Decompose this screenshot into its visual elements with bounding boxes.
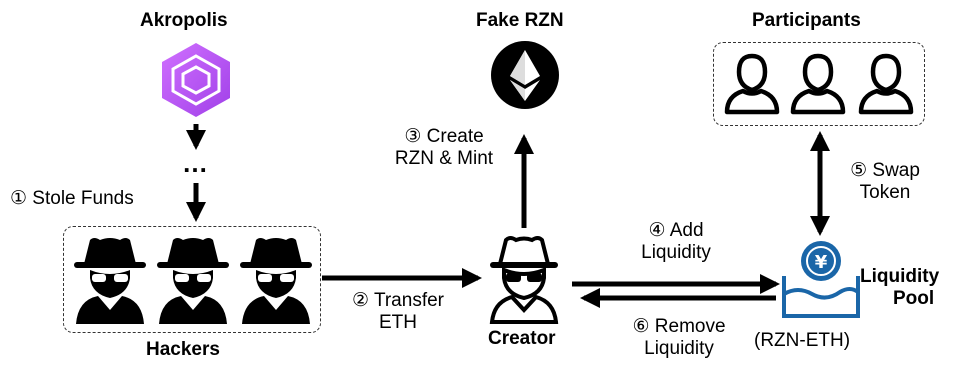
step-2-line2: ETH bbox=[379, 312, 417, 333]
hackers-title: Hackers bbox=[146, 339, 220, 360]
step-1-label: ① Stole Funds bbox=[10, 188, 134, 209]
hexagon-logo-icon bbox=[162, 43, 230, 117]
hackers-group bbox=[63, 226, 321, 333]
spy-icon bbox=[74, 238, 146, 324]
ethereum-icon bbox=[491, 41, 559, 109]
step-5-line2: Token bbox=[859, 182, 911, 203]
step-3-line1: ③ Create bbox=[404, 126, 484, 147]
step-3-line2: RZN & Mint bbox=[394, 148, 494, 169]
step-4-label: ④ Add Liquidity bbox=[606, 220, 746, 264]
ellipsis: … bbox=[182, 148, 208, 178]
yen-coin-pool-icon: ¥ bbox=[782, 241, 860, 318]
user-outline-icon bbox=[724, 53, 780, 115]
spy-icon bbox=[157, 238, 229, 324]
participants-group bbox=[713, 42, 925, 126]
fake-rzn-title: Fake RZN bbox=[476, 10, 564, 31]
step-4-line2: Liquidity bbox=[641, 242, 711, 263]
step-6-line1: ⑥ Remove bbox=[632, 316, 726, 337]
step-5-line1: ⑤ Swap bbox=[850, 160, 920, 181]
svg-text:¥: ¥ bbox=[815, 252, 828, 273]
creator-title: Creator bbox=[488, 328, 556, 349]
akropolis-title: Akropolis bbox=[140, 10, 228, 31]
step-5-label: ⑤ Swap Token bbox=[830, 160, 940, 204]
spy-icon bbox=[240, 238, 312, 324]
step-3-label: ③ Create RZN & Mint bbox=[374, 126, 514, 170]
step-4-line1: ④ Add bbox=[648, 220, 704, 241]
participants-title: Participants bbox=[752, 10, 861, 31]
pool-pair-label: (RZN-ETH) bbox=[754, 330, 851, 351]
liquidity-pool-line1: Liquidity bbox=[860, 266, 940, 287]
user-outline-icon bbox=[858, 53, 914, 115]
step-6-label: ⑥ Remove Liquidity bbox=[604, 316, 754, 360]
step-6-line2: Liquidity bbox=[644, 338, 714, 359]
liquidity-pool-title: Liquidity Pool bbox=[860, 266, 939, 310]
user-outline-icon bbox=[790, 53, 846, 115]
spy-icon bbox=[489, 236, 559, 324]
liquidity-pool-line2: Pool bbox=[892, 288, 935, 309]
step-2-label: ② Transfer ETH bbox=[328, 290, 468, 334]
step-2-line1: ② Transfer bbox=[351, 290, 444, 311]
